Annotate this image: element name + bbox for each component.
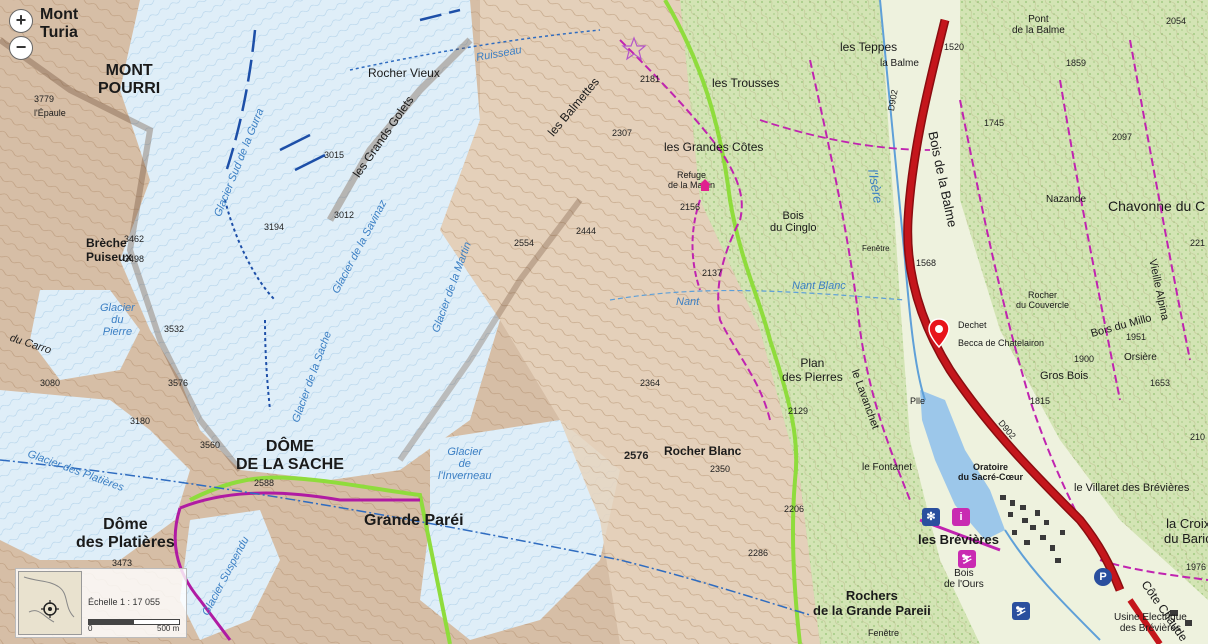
place-dechet: Dechet — [958, 320, 987, 330]
place-chavonne: Chavonne du C — [1108, 198, 1206, 214]
scale-end-label: 500 m — [157, 624, 180, 633]
elevation-2576: 2576 — [624, 450, 649, 462]
elevation-1568: 1568 — [916, 258, 937, 268]
scale-bar — [88, 619, 180, 625]
place-oratoire: Oratoire du Sacré-Cœur — [958, 462, 1024, 482]
scale-widget: Échelle 1 : 17 055 0 500 m — [15, 568, 187, 638]
elevation-2206: 2206 — [784, 504, 805, 514]
elevation-2350: 2350 — [710, 464, 731, 474]
chairlift-icon[interactable]: ⛷ — [1012, 602, 1030, 620]
elevation-2137: 2137 — [702, 268, 723, 278]
place-villaret: le Villaret des Brévières — [1074, 482, 1190, 494]
refuge-house-icon[interactable] — [698, 178, 712, 192]
elevation-2364: 2364 — [640, 378, 661, 388]
elevation-2554: 2554 — [514, 238, 535, 248]
elevation-1653: 1653 — [1150, 378, 1171, 388]
overview-minimap[interactable] — [18, 571, 82, 635]
elevation-2286: 2286 — [748, 548, 769, 558]
elevation-3779: 3779 — [34, 94, 55, 104]
elevation-2129: 2129 — [788, 406, 809, 416]
elevation-1976: 1976 — [1186, 562, 1207, 572]
info-icon[interactable]: i — [952, 508, 970, 526]
elevation-3532: 3532 — [164, 324, 185, 334]
place-nazande: Nazande — [1046, 194, 1087, 205]
elevation-1900: 1900 — [1074, 354, 1095, 364]
zoom-out-button[interactable]: − — [9, 36, 33, 60]
place-les-teppes: les Teppes — [840, 40, 898, 54]
scale-start-label: 0 — [88, 624, 93, 633]
elevation-2097: 2097 — [1112, 132, 1133, 142]
ski-lift-icon[interactable]: ⛷ — [958, 550, 976, 568]
elevation-3194: 3194 — [264, 222, 285, 232]
elevation-2156: 2156 — [680, 202, 701, 212]
place-lepaule: l'Épaule — [34, 108, 66, 118]
overview-map-graphic — [23, 576, 75, 623]
place-breche-puiseux: Brèche Puiseux — [86, 236, 133, 264]
place-la-balme: la Balme — [880, 58, 919, 69]
scale-ratio: Échelle 1 : 17 055 — [88, 597, 161, 607]
elevation-3473: 3473 — [112, 558, 133, 568]
place-bois-cinglo: Bois du Cinglo — [770, 210, 817, 234]
elevation-2181: 2181 — [640, 74, 661, 84]
elevation-3015: 3015 — [324, 150, 345, 160]
peak-grande-parei: Grande Paréi — [364, 512, 464, 529]
place-bois-ours: Bois de l'Ours — [944, 568, 984, 590]
parking-icon[interactable]: P — [1094, 568, 1112, 586]
peak-mont-pourri: MONT POURRI — [98, 62, 161, 97]
elevation-3560: 3560 — [200, 440, 221, 450]
place-plle: Plle — [910, 396, 926, 406]
place-usine-electrique: Usine Electrique des Brévières — [1114, 612, 1187, 634]
place-plan-pierres: Plan des Pierres — [782, 356, 843, 384]
place-rochers-grande-parei: Rochers de la Grande Pareii — [813, 588, 931, 618]
elevation-3498: 3498 — [124, 254, 145, 264]
elevation-1951: 1951 — [1126, 332, 1147, 342]
zoom-in-button[interactable]: + — [9, 9, 33, 33]
elevation-3576: 3576 — [168, 378, 189, 388]
elevation-1859: 1859 — [1066, 58, 1087, 68]
elevation-2444: 2444 — [576, 226, 597, 236]
elevation-2307: 2307 — [612, 128, 633, 138]
place-rocher-blanc: Rocher Blanc — [664, 444, 742, 458]
elevation-3462: 3462 — [124, 234, 145, 244]
elevation-2054: 2054 — [1166, 16, 1187, 26]
elevation-210: 210 — [1190, 432, 1206, 442]
place-fenetre-2: Fenêtre — [868, 628, 900, 638]
place-le-fontanet: le Fontanet — [862, 462, 913, 473]
elevation-3012: 3012 — [334, 210, 355, 220]
place-fenetre-1: Fenêtre — [862, 244, 890, 253]
elevation-1815: 1815 — [1030, 396, 1051, 406]
elevation-1745: 1745 — [984, 118, 1005, 128]
elevation-221: 221 — [1190, 238, 1206, 248]
place-les-trousses: les Trousses — [712, 76, 780, 90]
river-nant: Nant — [676, 296, 700, 308]
peak-mont-turia: Mont Turia — [40, 6, 79, 41]
elevation-1520: 1520 — [944, 42, 965, 52]
place-rocher-couvercle: Rocher du Couvercle — [1016, 290, 1070, 310]
glacier-inverneau: Glacier de l'Inverneau — [438, 446, 492, 482]
place-pont-balme: Pont de la Balme — [1012, 14, 1065, 36]
place-becca-chatelairon: Becca de Chatelairon — [958, 338, 1045, 348]
snowflake-icon[interactable]: ✻ — [922, 508, 940, 526]
peak-dome-platieres: Dôme des Platières — [76, 516, 175, 551]
place-croix-bario: la Croix du Bario — [1164, 516, 1208, 546]
place-gros-bois: Gros Bois — [1040, 370, 1089, 382]
place-les-brevieres: les Brévières — [918, 532, 999, 547]
place-les-grandes-cotes: les Grandes Côtes — [664, 140, 764, 154]
elevation-3180: 3180 — [130, 416, 151, 426]
elevation-3080: 3080 — [40, 378, 61, 388]
river-nant-blanc: Nant Blanc — [792, 280, 846, 292]
glacier-pierre: Glacier du Pierre — [100, 302, 135, 338]
elevation-2588: 2588 — [254, 478, 275, 488]
place-rocher-vieux: Rocher Vieux — [368, 66, 440, 80]
location-marker-icon[interactable] — [928, 318, 950, 348]
place-orsiere: Orsière — [1124, 352, 1157, 363]
peak-dome-sache: DÔME DE LA SACHE — [236, 438, 344, 473]
